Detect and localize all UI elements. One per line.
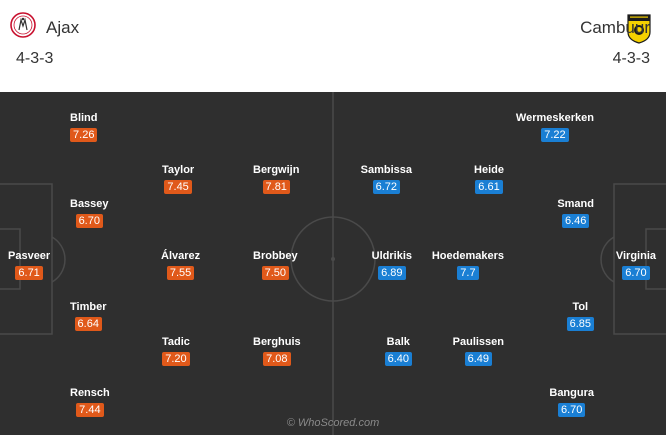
player-tadic[interactable]: Tadic 7.20 <box>162 336 190 366</box>
player-name: Smand <box>557 198 594 210</box>
player-name: Balk <box>386 336 410 348</box>
player-rating: 6.61 <box>475 180 503 194</box>
player-rating: 6.40 <box>384 352 412 366</box>
player-name: Hoedemakers <box>431 250 504 262</box>
away-formation: 4-3-3 <box>612 50 650 67</box>
player-rating: 7.55 <box>166 266 195 280</box>
player-bergwijn[interactable]: Bergwijn 7.81 <box>253 164 299 194</box>
player-name: Uldrikis <box>371 250 412 262</box>
player-tol[interactable]: Tol 6.85 <box>566 301 594 331</box>
match-header: Ajax 4-3-3 Cambuur 4-3-3 <box>0 0 666 92</box>
player-bangura[interactable]: Bangura 6.70 <box>549 387 594 417</box>
player-uldrikis[interactable]: Uldrikis 6.89 <box>372 250 412 280</box>
player-rating: 6.49 <box>464 352 493 366</box>
player-rating: 6.70 <box>622 266 650 280</box>
player-sambissa[interactable]: Sambissa 6.72 <box>361 164 412 194</box>
player-alvarez[interactable]: Álvarez 7.55 <box>161 250 200 280</box>
player-rating: 7.81 <box>262 180 290 194</box>
player-name: Álvarez <box>161 250 201 262</box>
player-rating: 7.08 <box>263 352 291 366</box>
player-name: Taylor <box>162 164 195 176</box>
player-rating: 7.44 <box>76 403 104 417</box>
player-rating: 6.85 <box>566 317 594 331</box>
player-name: Rensch <box>70 387 110 399</box>
player-name: Bassey <box>70 198 109 210</box>
player-name: Wermeskerken <box>515 112 594 124</box>
player-blind[interactable]: Blind 7.26 <box>70 112 98 142</box>
player-name: Timber <box>70 301 107 313</box>
player-rating: 6.89 <box>378 266 406 280</box>
player-rating: 7.50 <box>261 266 290 280</box>
player-timber[interactable]: Timber 6.64 <box>70 301 106 331</box>
player-name: Tol <box>572 301 589 313</box>
player-rating: 7.26 <box>70 128 98 142</box>
ajax-crest-icon <box>10 12 36 38</box>
player-name: Blind <box>70 112 98 124</box>
player-hoedemakers[interactable]: Hoedemakers 7.7 <box>432 250 504 280</box>
player-name: Pasveer <box>8 250 51 262</box>
player-rating: 6.71 <box>15 266 43 280</box>
player-rating: 6.64 <box>74 317 102 331</box>
player-rating: 6.46 <box>561 214 590 228</box>
player-bassey[interactable]: Bassey 6.70 <box>70 198 109 228</box>
watermark: © WhoScored.com <box>286 417 380 429</box>
player-rating: 6.72 <box>372 180 401 194</box>
player-rating: 6.70 <box>557 403 586 417</box>
player-rating: 7.7 <box>457 266 479 280</box>
pitch: Pasveer 6.71 Blind 7.26 Bassey 6.70 Timb… <box>0 92 666 435</box>
player-pasveer[interactable]: Pasveer 6.71 <box>8 250 50 280</box>
player-rating: 7.45 <box>164 180 192 194</box>
player-rating: 7.20 <box>162 352 190 366</box>
player-name: Virginia <box>615 250 656 262</box>
player-name: Bangura <box>549 387 594 399</box>
player-paulissen[interactable]: Paulissen 6.49 <box>453 336 504 366</box>
player-name: Brobbey <box>253 250 298 262</box>
player-name: Paulissen <box>452 336 504 348</box>
player-name: Bergwijn <box>253 164 300 176</box>
player-name: Tadic <box>162 336 190 348</box>
player-balk[interactable]: Balk 6.40 <box>384 336 412 366</box>
player-heide[interactable]: Heide 6.61 <box>474 164 504 194</box>
player-wermeskerken[interactable]: Wermeskerken 7.22 <box>516 112 594 142</box>
player-smand[interactable]: Smand 6.46 <box>557 198 594 228</box>
pitch-markings <box>0 92 666 435</box>
player-taylor[interactable]: Taylor 7.45 <box>162 164 194 194</box>
away-team-name[interactable]: Cambuur <box>580 18 650 37</box>
player-name: Sambissa <box>360 164 412 176</box>
player-rating: 6.70 <box>75 214 103 228</box>
home-formation: 4-3-3 <box>16 50 54 67</box>
player-name: Heide <box>474 164 504 176</box>
player-rating: 7.22 <box>541 128 569 142</box>
player-rensch[interactable]: Rensch 7.44 <box>70 387 110 417</box>
cambuur-crest-icon <box>627 14 651 44</box>
player-berghuis[interactable]: Berghuis 7.08 <box>253 336 301 366</box>
player-name: Berghuis <box>253 336 301 348</box>
home-team-name[interactable]: Ajax <box>46 18 80 37</box>
player-virginia[interactable]: Virginia 6.70 <box>616 250 656 280</box>
player-brobbey[interactable]: Brobbey 7.50 <box>253 250 298 280</box>
